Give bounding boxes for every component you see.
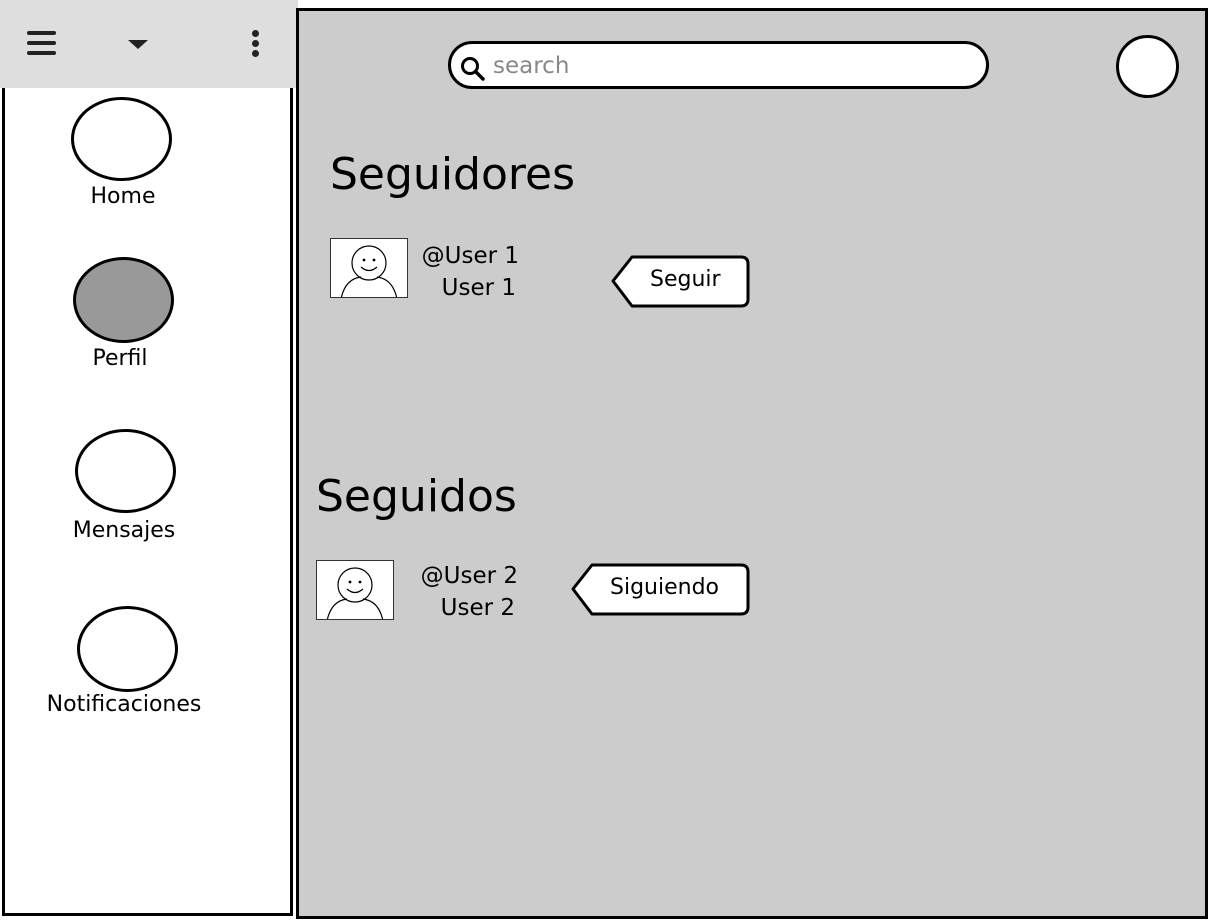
caret-down-icon[interactable] bbox=[128, 40, 148, 49]
messages-icon bbox=[75, 429, 176, 513]
sidebar-frame bbox=[2, 88, 293, 916]
section-title-followers: Seguidores bbox=[330, 149, 576, 200]
user-display-name: User 1 bbox=[441, 275, 516, 301]
sidebar-item-mensajes[interactable]: Mensajes bbox=[0, 427, 290, 552]
sidebar-item-perfil[interactable]: Perfil bbox=[0, 255, 290, 380]
notifications-icon bbox=[77, 606, 178, 692]
tag-shape bbox=[611, 255, 750, 308]
tag-shape bbox=[571, 563, 750, 616]
sidebar-item-notificaciones[interactable]: Notificaciones bbox=[0, 605, 290, 730]
main-content: Seguidores @User 1 User 1 Seguir Seguido… bbox=[296, 8, 1208, 919]
sidebar-toolbar bbox=[0, 0, 298, 88]
sidebar-item-label: Notificaciones bbox=[46, 692, 202, 717]
user-display-name: User 2 bbox=[440, 595, 515, 621]
search-input[interactable] bbox=[491, 48, 975, 84]
profile-icon bbox=[73, 257, 174, 343]
sidebar: Home Perfil Mensajes Notificaciones bbox=[0, 0, 298, 922]
sidebar-item-label: Home bbox=[90, 184, 156, 209]
user-handle: @User 1 bbox=[421, 243, 519, 269]
follow-button-label: Seguir bbox=[650, 267, 721, 292]
kebab-menu-icon[interactable] bbox=[252, 30, 260, 58]
section-title-following: Seguidos bbox=[316, 471, 517, 522]
user-handle: @User 2 bbox=[420, 563, 518, 589]
user-avatar-image bbox=[316, 560, 394, 620]
following-button[interactable]: Siguiendo bbox=[571, 563, 751, 616]
search-icon bbox=[461, 57, 485, 81]
avatar[interactable] bbox=[1116, 35, 1179, 98]
search-bar[interactable] bbox=[448, 41, 989, 89]
sidebar-item-label: Mensajes bbox=[72, 518, 176, 543]
follow-button[interactable]: Seguir bbox=[611, 255, 751, 308]
sidebar-item-label: Perfil bbox=[92, 346, 148, 371]
user-avatar-image bbox=[330, 238, 408, 298]
sidebar-item-home[interactable]: Home bbox=[0, 95, 290, 220]
hamburger-menu-icon[interactable] bbox=[27, 31, 56, 57]
home-icon bbox=[71, 97, 172, 181]
following-button-label: Siguiendo bbox=[610, 575, 720, 600]
